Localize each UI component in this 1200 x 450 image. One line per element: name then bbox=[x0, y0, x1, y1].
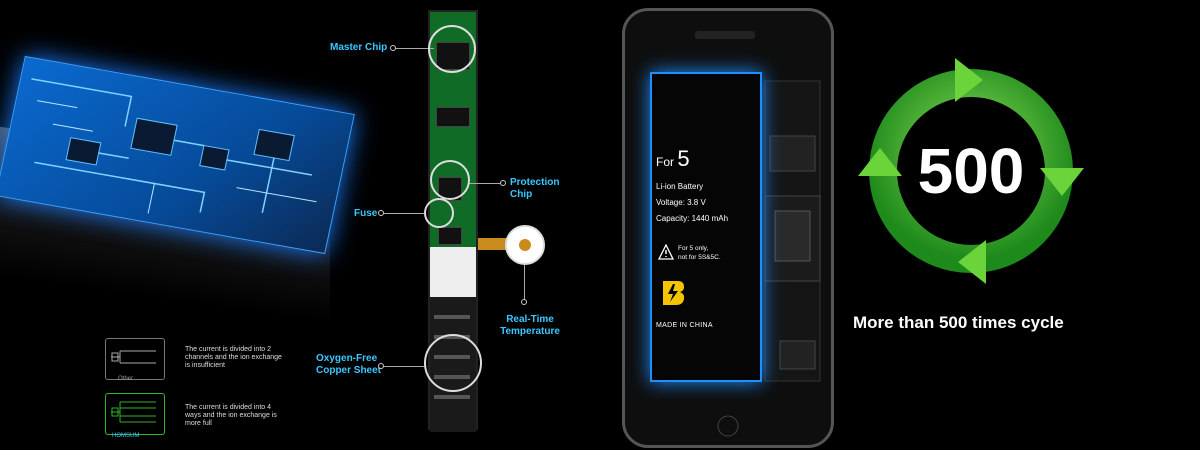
master-chip-dot bbox=[390, 45, 396, 51]
realtime-dot bbox=[521, 299, 527, 305]
ic-chip bbox=[436, 107, 470, 127]
oxygen-free-leader bbox=[380, 366, 426, 367]
legend-homsum-diagram bbox=[105, 393, 165, 435]
legend-other-text: The current is divided into 2 channels a… bbox=[185, 346, 282, 369]
legend-other-label: Other bbox=[118, 376, 134, 382]
protection-chip-ring bbox=[430, 160, 470, 200]
fuse-dot bbox=[378, 210, 384, 216]
realtime-leader bbox=[524, 265, 525, 301]
battery-for-label: For 5 bbox=[656, 146, 690, 171]
warning-icon bbox=[658, 244, 674, 260]
battery-warning: For 5 only, not for 5S&5C. bbox=[678, 245, 721, 261]
cycle-caption: More than 500 times cycle bbox=[853, 313, 1064, 332]
pcb-traces bbox=[31, 78, 317, 214]
oxygen-free-callout: Oxygen-Free Copper Sheet bbox=[316, 353, 382, 376]
battery-voltage: Voltage: 3.8 V bbox=[656, 198, 706, 207]
legend-other-diagram bbox=[105, 338, 165, 380]
master-chip-leader bbox=[392, 48, 434, 49]
pcb-board-image bbox=[0, 55, 355, 255]
protection-chip-callout: Protection Chip bbox=[510, 177, 560, 200]
battery-made-in: MADE IN CHINA bbox=[656, 322, 713, 329]
oxygen-free-ring bbox=[424, 334, 482, 392]
phone-internals bbox=[695, 31, 821, 437]
fuse-leader bbox=[380, 213, 426, 214]
pcb-scene bbox=[0, 0, 400, 450]
fuse-ring bbox=[424, 198, 454, 228]
legend-homsum-text: The current is divided into 4 ways and t… bbox=[185, 404, 277, 427]
protection-chip-dot bbox=[500, 180, 506, 186]
battery-label-panel: For 5 Li-ion Battery Voltage: 3.8 V Capa… bbox=[650, 72, 762, 382]
oxygen-free-dot bbox=[378, 363, 384, 369]
battery-type: Li-ion Battery bbox=[656, 182, 704, 191]
master-chip-ring bbox=[428, 25, 476, 73]
cycle-graphic: 500 bbox=[858, 58, 1084, 284]
brand-logo-icon bbox=[663, 281, 685, 305]
legend-homsum-label: HOMSUM bbox=[112, 433, 140, 439]
strip-white-section bbox=[430, 247, 476, 302]
realtime-temperature-callout: Real-Time Temperature bbox=[500, 314, 560, 337]
fuse-callout: Fuse bbox=[354, 208, 378, 219]
fuse-component bbox=[438, 227, 462, 245]
cycle-count: 500 bbox=[917, 135, 1025, 207]
realtime-temperature-ring bbox=[505, 225, 545, 265]
protection-chip-leader bbox=[468, 183, 502, 184]
master-chip-callout: Master Chip bbox=[330, 42, 388, 53]
recycle-arrows-icon bbox=[858, 58, 1084, 284]
battery-capacity: Capacity: 1440 mAh bbox=[656, 214, 729, 223]
